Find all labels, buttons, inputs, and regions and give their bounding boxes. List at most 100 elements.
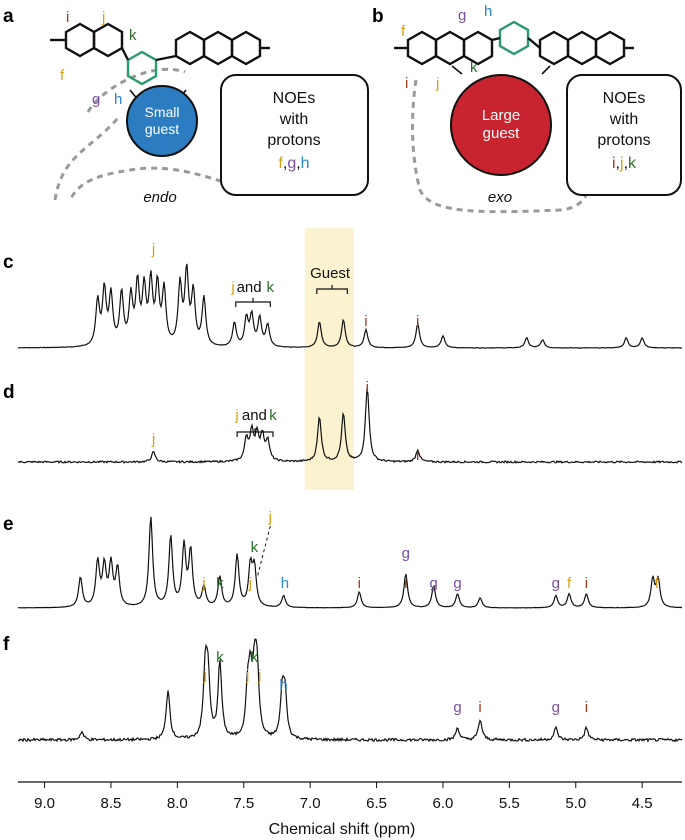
panel-e-letter: e: [3, 514, 14, 535]
panel-b: b g h f i j k Large guest NOEs wit: [372, 3, 682, 214]
x-tick-label: 5.5: [499, 795, 520, 812]
spectrum-e-annotation: g: [552, 575, 560, 592]
spectrum-e-annotation: j: [268, 509, 272, 526]
panel-b-label-j: j: [435, 75, 439, 92]
spectrum-e-trace: [17, 516, 683, 609]
spectrum-e-annotation: f: [567, 575, 572, 592]
x-tick-label: 4.5: [632, 795, 653, 812]
panel-b-noe-box: [566, 74, 682, 196]
small-guest-line2: guest: [145, 121, 179, 137]
panel-a-noe-sep-1: ,: [283, 155, 287, 172]
spectrum-f-annotation: i: [478, 699, 481, 716]
x-tick-label: 5.0: [565, 795, 586, 812]
spectrum-c-annotation: and: [237, 279, 262, 296]
spectrum-e-annotation: j: [248, 575, 252, 592]
panel-a-label-i: i: [66, 9, 69, 26]
panel-a-noe-proton-f: f: [278, 155, 283, 172]
spectrum-d-annotation: j: [234, 407, 238, 424]
spectrum-e-annotation: f: [655, 575, 660, 592]
panel-a-label-f: f: [60, 67, 65, 84]
panel-b-noe-sep-2: ,: [624, 155, 628, 172]
panel-b-noe-line1: NOEs: [603, 90, 646, 107]
small-guest-circle: [126, 85, 198, 157]
panel-a-caption: endo: [143, 189, 176, 206]
spectrum-d-annotation: i: [366, 379, 369, 396]
spectrum-d-trace: [17, 388, 683, 464]
x-tick-label: 7.5: [233, 795, 254, 812]
panel-a-noe-proton-g: g: [287, 155, 296, 172]
spectrum-c-annotation: i: [416, 313, 419, 330]
panel-b-label-h: h: [484, 3, 492, 20]
panel-b-noe-line2: with: [609, 111, 638, 128]
spectrum-e-annotation: h: [281, 575, 289, 592]
bracket-d-jk: [236, 428, 274, 437]
panel-a-label-h: h: [114, 91, 122, 108]
spectrum-e-annotation: i: [358, 575, 361, 592]
x-tick-label: 6.0: [433, 795, 454, 812]
panel-a-noe-line3: protons: [267, 132, 320, 149]
panel-b-label-f: f: [401, 23, 406, 40]
panel-a-naphthalene-left: [50, 22, 270, 86]
panel-b-label-k: k: [470, 59, 478, 76]
spectrum-c-trace: [18, 263, 683, 349]
panel-a-noe-protons: f,g,h: [278, 155, 309, 172]
spectrum-f-annotation: j: [257, 667, 261, 684]
spectrum-f-annotation: j: [203, 667, 207, 684]
panel-b-noe-protons: i,j,k: [612, 155, 637, 172]
spectrum-d-annotation: i: [416, 447, 419, 464]
panel-b-label-g: g: [458, 7, 466, 24]
spectrum-e-annotation: g: [430, 575, 438, 592]
spectrum-e-annotation: k: [251, 539, 259, 556]
panel-f-letter: f: [3, 634, 10, 655]
spectrum-e-annotation: j: [201, 575, 205, 592]
x-axis-label: Chemical shift (ppm): [269, 821, 416, 838]
panel-b-dashed-cavity: [411, 79, 588, 214]
panel-a-noe-box: [220, 74, 369, 196]
large-guest-line1: Large: [482, 107, 520, 124]
panel-b-noe-sep-1: ,: [616, 155, 620, 172]
panel-b-noe-proton-k: k: [628, 155, 637, 172]
spectrum-c-annotation: k: [267, 279, 275, 296]
bracket-c-guest: [316, 285, 348, 294]
spectrum-c-annotation: i: [364, 313, 367, 330]
x-tick-label: 7.0: [300, 795, 321, 812]
x-tick-label: 8.0: [167, 795, 188, 812]
small-guest-line1: Small: [144, 104, 179, 120]
panel-a-label-g: g: [92, 91, 100, 108]
bracket-c-jk: [235, 298, 271, 307]
panel-a-noe-proton-h: h: [301, 155, 310, 172]
panel-b-molecule: [394, 20, 634, 66]
panel-a-noe-sep-2: ,: [296, 155, 300, 172]
panel-a-letter: a: [3, 6, 14, 27]
spectrum-e-annotation: g: [402, 545, 410, 562]
x-tick-label: 8.5: [101, 795, 122, 812]
spectrum-c-annotation: j: [151, 241, 155, 258]
spectrum-c-annotation: Guest: [310, 265, 351, 282]
panel-d-letter: d: [3, 382, 15, 403]
large-guest-line2: guest: [483, 125, 521, 142]
panel-a-dashed-cavity: [53, 67, 233, 201]
guest-highlight-band: [304, 228, 354, 490]
x-tick-label: 6.5: [366, 795, 387, 812]
panel-b-noe-proton-i: i: [612, 155, 616, 172]
spectrum-e-annotation: k: [216, 575, 224, 592]
spectrum-e-annotation: i: [585, 575, 588, 592]
panel-a-noe-line2: with: [279, 111, 308, 128]
panel-a-noe-line1: NOEs: [273, 90, 316, 107]
spectrum-f-annotation: k: [251, 649, 259, 666]
large-guest-circle: [450, 74, 552, 176]
spectrum-f-annotation: h: [279, 677, 287, 694]
panel-b-arrows: [451, 65, 551, 75]
spectrum-d-annotation: k: [269, 407, 277, 424]
panel-b-noe-line3: protons: [597, 132, 650, 149]
spectrum-e-annotation: g: [453, 575, 461, 592]
spectrum-f-annotation: g: [552, 699, 560, 716]
panel-b-noe-proton-j: j: [619, 155, 624, 172]
panel-b-letter: b: [372, 6, 384, 27]
spectrum-f-trace: [17, 638, 683, 743]
panel-b-caption: exo: [488, 189, 512, 206]
